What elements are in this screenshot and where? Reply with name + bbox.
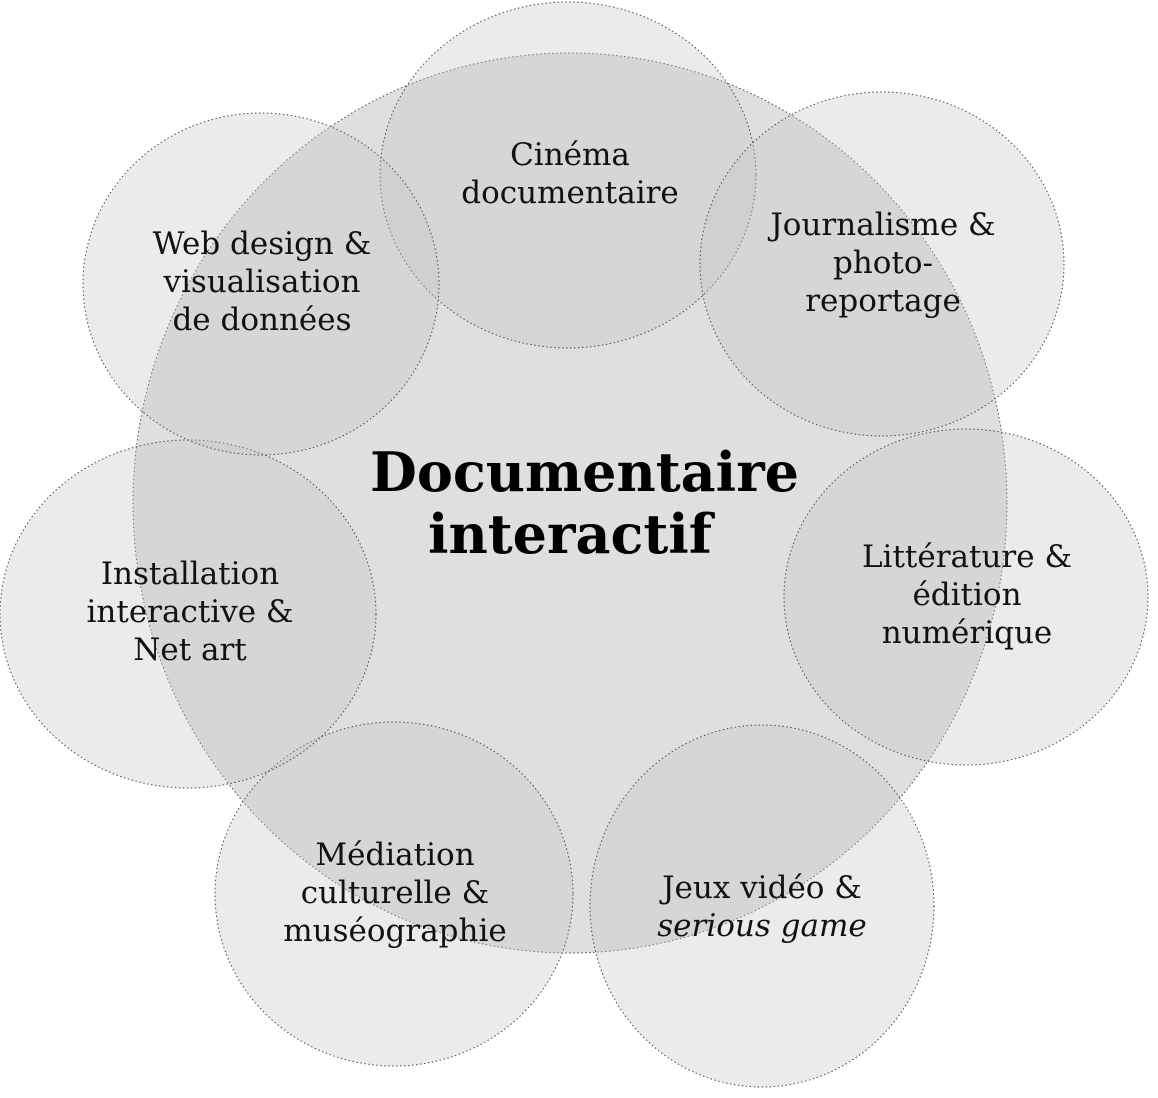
circle-webdesign (82, 112, 440, 456)
label-line: culturelle & (300, 875, 490, 911)
label-line: Cinéma (510, 137, 630, 173)
label-line: Journalisme & (770, 207, 996, 243)
label-line: Jeux vidéo & (662, 870, 862, 906)
label-line: photo- (832, 245, 934, 281)
label-line: Web design & (152, 226, 372, 262)
label-line: Médiation (315, 837, 475, 873)
label-line: Net art (133, 632, 247, 668)
label-journalisme: Journalisme & photo- reportage (733, 206, 1033, 320)
label-line-italic: serious game (657, 908, 867, 944)
label-line: interactive & (86, 594, 294, 630)
center-label-line: Documentaire (370, 440, 799, 504)
label-line: édition (912, 577, 1022, 613)
label-line: de données (172, 302, 352, 338)
label-litterature: Littérature & édition numérique (817, 538, 1117, 652)
label-line: Installation (100, 556, 280, 592)
circle-cinema (379, 1, 757, 349)
center-label: Documentaire interactif (370, 440, 799, 566)
label-mediation: Médiation culturelle & muséographie (245, 836, 545, 950)
label-cinema: Cinéma documentaire (420, 136, 720, 212)
center-circle (132, 52, 1008, 954)
label-line: reportage (805, 283, 961, 319)
label-line: muséographie (283, 913, 507, 949)
label-line: documentaire (461, 175, 679, 211)
circle-litterature (783, 428, 1149, 766)
label-jeux: Jeux vidéo & serious game (612, 869, 912, 945)
label-webdesign: Web design & visualisation de données (112, 225, 412, 339)
circle-mediation (214, 721, 574, 1067)
label-line: numérique (881, 615, 1053, 651)
label-installation: Installation interactive & Net art (40, 555, 340, 669)
circle-journalisme (699, 91, 1065, 437)
label-line: Littérature & (861, 539, 1073, 575)
circle-jeux (589, 724, 935, 1088)
label-line: visualisation (163, 264, 361, 300)
center-label-line: interactif (427, 502, 713, 566)
